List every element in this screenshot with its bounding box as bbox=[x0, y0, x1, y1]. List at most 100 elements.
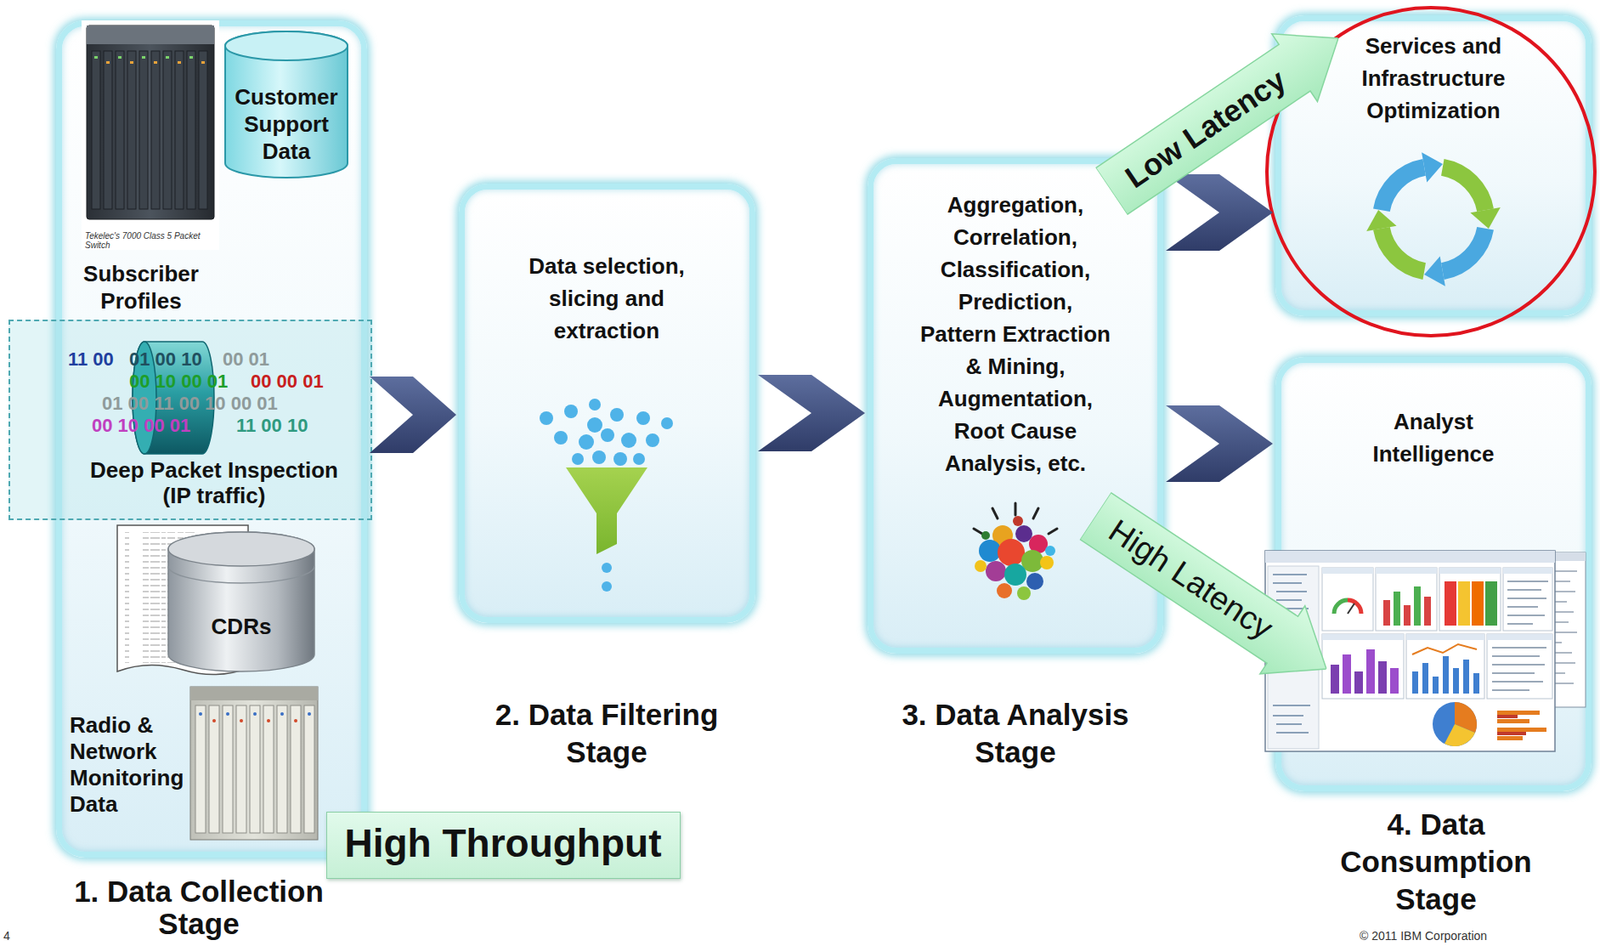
latency-label-wrap: High Latency bbox=[1101, 510, 1280, 648]
svg-circle bbox=[1015, 525, 1033, 543]
svg-circle bbox=[981, 531, 990, 540]
stage-heading: 4. Data Consumption Stage bbox=[1308, 805, 1564, 918]
svg-circle bbox=[578, 434, 594, 450]
svg-rect bbox=[1265, 550, 1555, 563]
svg-rect bbox=[1503, 567, 1553, 574]
svg-rect bbox=[1497, 714, 1518, 719]
stage-panel: Aggregation, Correlation, Classification… bbox=[867, 158, 1164, 654]
svg-rect bbox=[1375, 567, 1437, 574]
svg-rect bbox=[190, 686, 318, 840]
svg-circle bbox=[293, 718, 298, 723]
bit-string: 01 00 10 bbox=[129, 348, 203, 371]
svg-rect bbox=[1422, 662, 1429, 694]
svg-g bbox=[106, 61, 205, 64]
svg-circle bbox=[588, 398, 601, 411]
svg-rect bbox=[106, 61, 110, 64]
svg-rect bbox=[1485, 581, 1498, 626]
bit-string-wrap: 01 00 11 00 10 00 01 bbox=[101, 392, 278, 415]
svg-path bbox=[225, 31, 348, 178]
database-label: CDRs bbox=[190, 613, 293, 639]
svg-circle bbox=[198, 712, 203, 716]
svg-rect bbox=[91, 50, 101, 210]
svg-circle bbox=[592, 450, 606, 464]
svg-rect bbox=[1439, 567, 1501, 574]
svg-circle bbox=[1026, 572, 1044, 590]
latency-arrow: Low Latency bbox=[1087, 3, 1363, 227]
svg-circle bbox=[621, 432, 637, 448]
box-title-wrap: Services and Infrastructure Optimization bbox=[1339, 29, 1527, 127]
svg-rect bbox=[1497, 727, 1547, 732]
bit-string-wrap: 00 00 01 bbox=[250, 370, 324, 393]
svg-rect bbox=[1473, 672, 1480, 694]
box-title-wrap: Analyst Intelligence bbox=[1348, 405, 1519, 470]
source-label-wrap: Radio & Network Monitoring Data bbox=[69, 712, 189, 818]
svg-rect bbox=[86, 25, 215, 45]
svg-polyline bbox=[1412, 644, 1477, 655]
svg-rect bbox=[1486, 633, 1553, 640]
svg-rect bbox=[165, 56, 170, 59]
svg-circle bbox=[978, 539, 1001, 562]
svg-circle bbox=[226, 712, 230, 716]
svg-circle bbox=[587, 417, 603, 433]
svg-circle bbox=[1012, 515, 1024, 526]
svg-g bbox=[1412, 655, 1480, 694]
database-outline bbox=[166, 530, 317, 673]
copyright-note-wrap: © 2011 IBM Corporation bbox=[1359, 928, 1487, 943]
svg-rect bbox=[1439, 567, 1501, 631]
svg-g bbox=[1497, 714, 1527, 735]
svg-g bbox=[212, 718, 298, 723]
svg-circle bbox=[610, 407, 624, 422]
svg-rect bbox=[1424, 596, 1431, 626]
bit-string: 00 00 01 bbox=[250, 370, 324, 393]
network-equipment-photo bbox=[190, 686, 318, 840]
box-title: Services and Infrastructure Optimization bbox=[1339, 29, 1527, 127]
bit-string: 11 00 bbox=[67, 348, 114, 371]
throughput-label-wrap: High Throughput bbox=[344, 819, 662, 867]
svg-circle bbox=[1045, 545, 1056, 556]
stage-heading-wrap: 1. Data Collection Stage bbox=[58, 875, 340, 940]
svg-rect bbox=[1330, 664, 1340, 694]
svg-rect bbox=[94, 56, 98, 59]
svg-circle bbox=[613, 452, 628, 466]
svg-circle bbox=[1040, 555, 1054, 570]
svg-g bbox=[91, 50, 208, 210]
svg-g bbox=[195, 705, 315, 833]
latency-arrow: High Latency bbox=[1072, 480, 1351, 704]
svg-rect bbox=[1322, 633, 1404, 699]
svg-rect bbox=[127, 50, 136, 210]
svg-circle bbox=[633, 452, 645, 465]
svg-circle bbox=[571, 452, 584, 465]
bit-string: 01 00 11 00 10 00 01 bbox=[101, 392, 278, 415]
svg-rect bbox=[1406, 633, 1485, 640]
svg-rect bbox=[1458, 581, 1470, 626]
svg-line bbox=[1347, 603, 1355, 614]
svg-rect bbox=[1432, 676, 1439, 694]
band-label-wrap: Deep Packet Inspection (IP traffic) bbox=[82, 457, 346, 509]
svg-rect bbox=[1403, 604, 1411, 626]
bit-string: 00 10 00 01 bbox=[91, 414, 191, 437]
svg-circle bbox=[636, 411, 651, 425]
svg-rect bbox=[151, 50, 160, 210]
svg-path bbox=[168, 531, 315, 672]
svg-rect bbox=[198, 50, 208, 210]
svg-g bbox=[198, 712, 311, 716]
packet-switch-photo bbox=[81, 20, 220, 250]
svg-rect bbox=[1393, 591, 1401, 626]
latency-label: High Latency bbox=[1101, 510, 1280, 648]
svg-rect bbox=[103, 50, 113, 210]
svg-rect bbox=[1322, 633, 1404, 640]
cylinder-label: Customer Support Data bbox=[231, 83, 342, 165]
throughput-box: High Throughput bbox=[326, 811, 681, 879]
svg-rect bbox=[277, 705, 288, 833]
svg-rect bbox=[177, 61, 181, 64]
throughput-label: High Throughput bbox=[344, 819, 662, 867]
stage-panel-border bbox=[458, 183, 756, 623]
latency-label-wrap: Low Latency bbox=[1118, 61, 1293, 196]
svg-rect bbox=[1413, 586, 1421, 626]
svg-path bbox=[1334, 599, 1348, 614]
svg-ellipse bbox=[225, 31, 348, 61]
svg-rect bbox=[1322, 567, 1374, 574]
svg-rect bbox=[190, 686, 318, 701]
svg-circle bbox=[661, 417, 673, 430]
svg-circle bbox=[307, 712, 311, 716]
